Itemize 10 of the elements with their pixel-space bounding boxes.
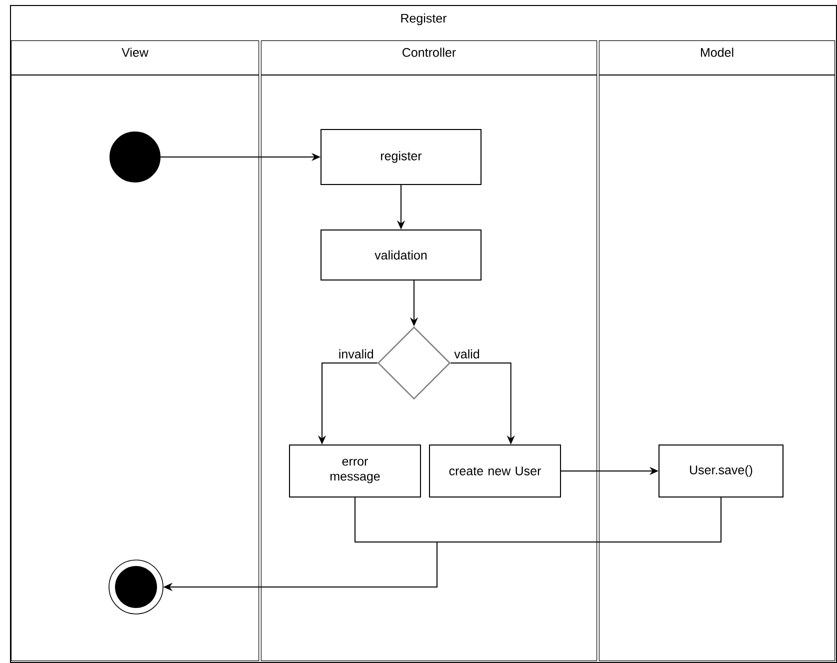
action-box: error message [289, 444, 421, 498]
action-box: validation [320, 230, 482, 280]
edge-label: valid [453, 348, 481, 360]
edge-label: invalid [337, 348, 375, 360]
action-box: create new User [429, 444, 561, 498]
action-box: register [320, 129, 482, 185]
action-box: User.save() [658, 444, 784, 498]
end-node [108, 560, 164, 614]
swimlane: View [10, 40, 260, 662]
start-node [110, 132, 160, 182]
